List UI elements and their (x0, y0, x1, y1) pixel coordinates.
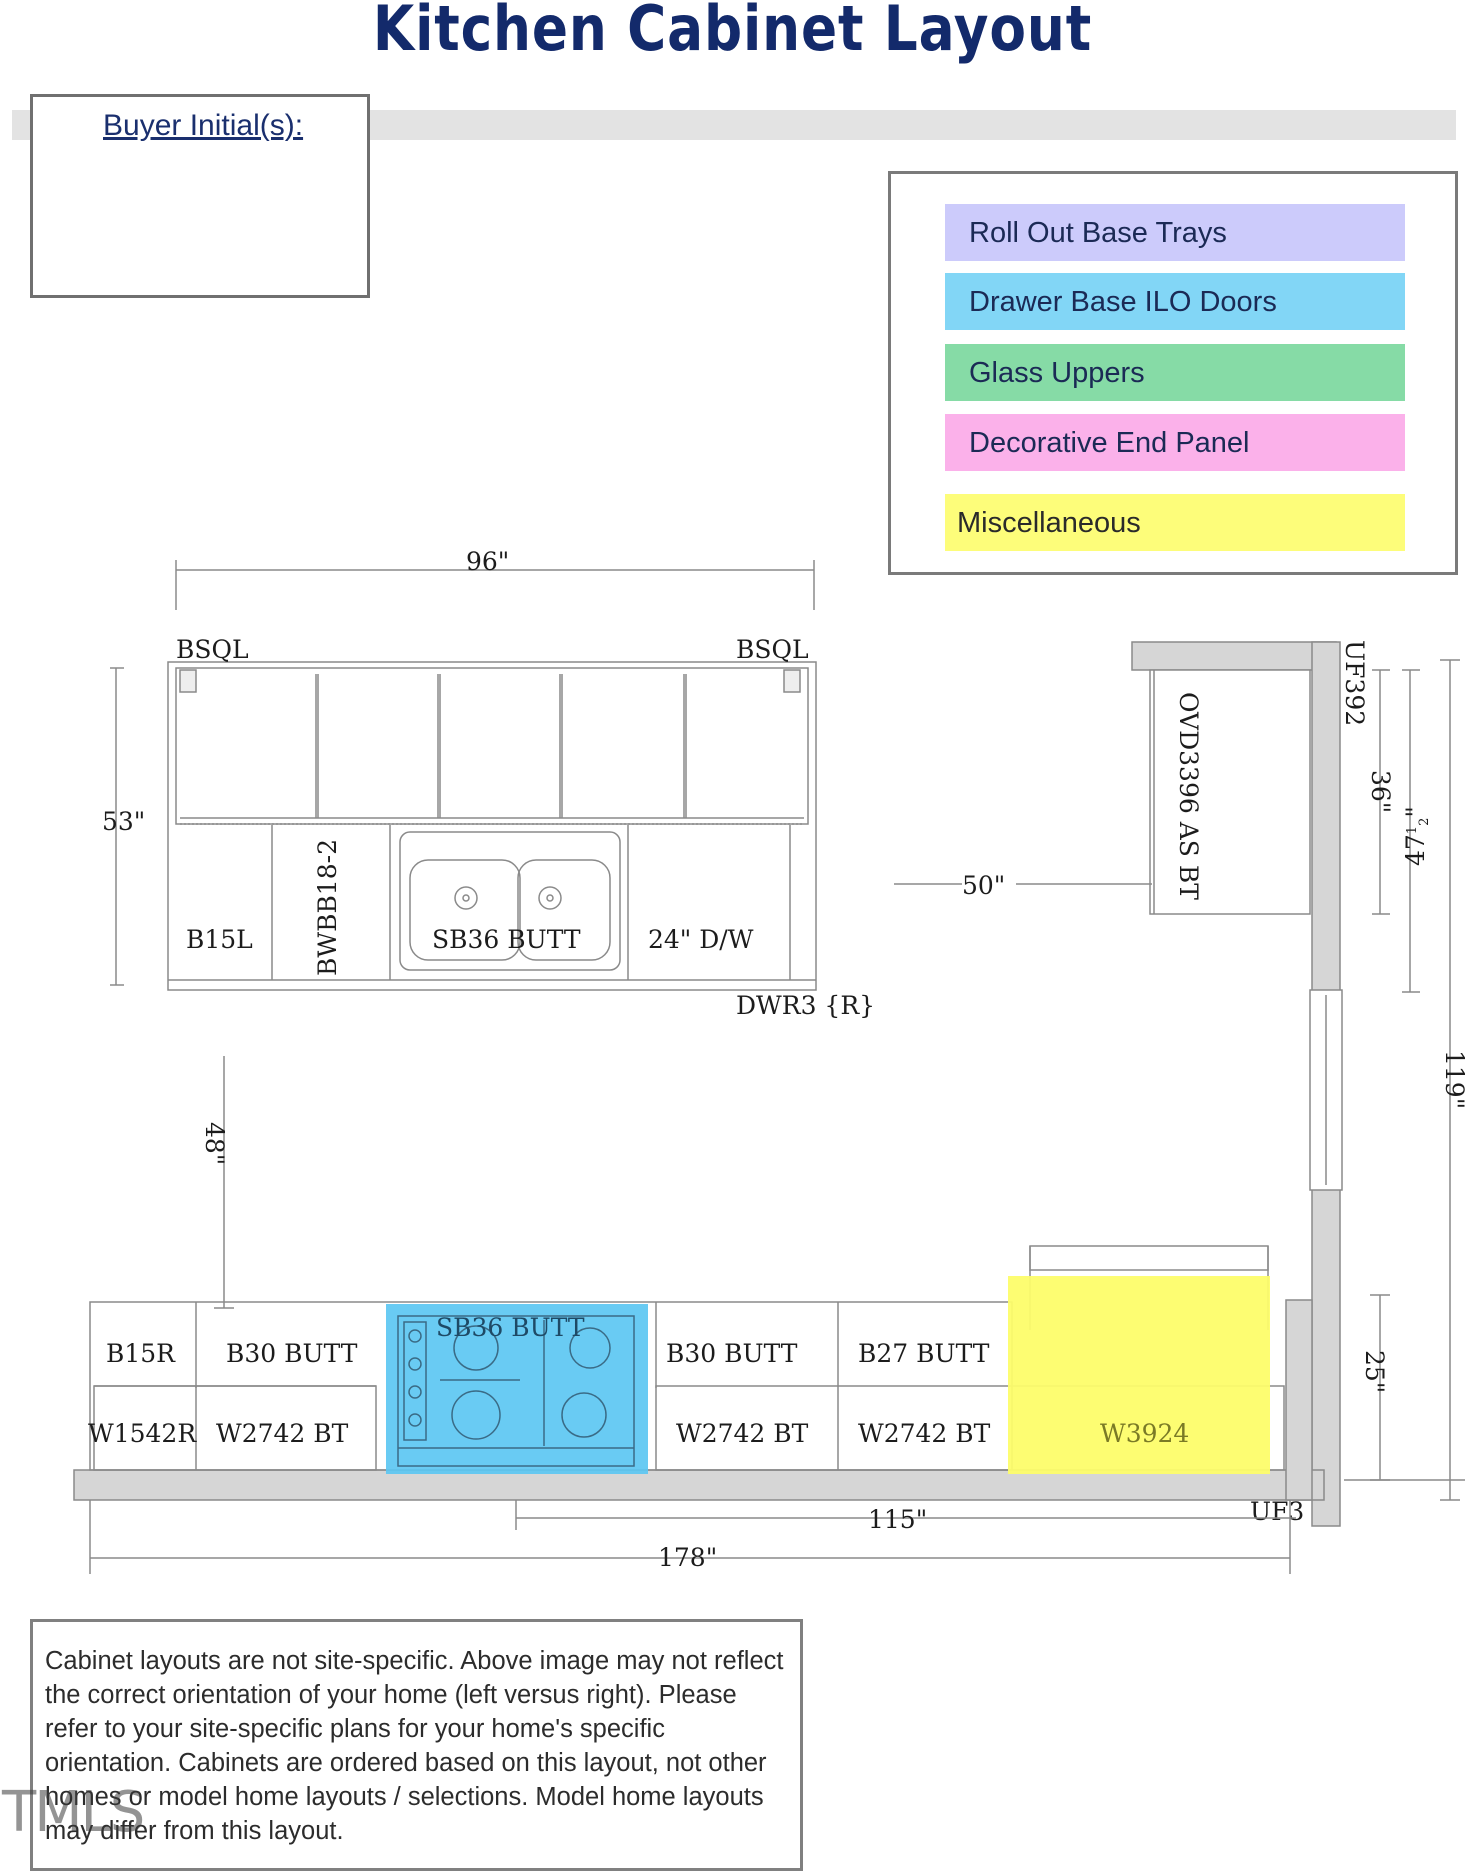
dim-25: 25" (1360, 1350, 1389, 1393)
cab-ovd3396: OVD3396 AS BT (1174, 692, 1203, 900)
bottom-run (73, 1245, 1325, 1574)
cab-b30-butt-right: B30 BUTT (666, 1339, 798, 1368)
cab-sb36-bottom: SB36 BUTT (436, 1313, 585, 1342)
cab-b30-butt-left: B30 BUTT (226, 1339, 358, 1368)
label-uf392: UF392 (1340, 640, 1369, 726)
dim-178: 178" (658, 1543, 717, 1572)
legend-decorative-end-panel: Decorative End Panel (945, 414, 1405, 471)
top-run (110, 560, 817, 991)
cab-b15l: B15L (186, 925, 253, 954)
label-bsql-right: BSQL (736, 635, 809, 664)
oven-cabinet (1149, 669, 1311, 915)
drain-icon (454, 886, 478, 910)
dim-47-half: 4712" (1401, 806, 1432, 866)
dim-36: 36" (1366, 770, 1395, 813)
dim-50: 50" (962, 871, 1005, 900)
cab-w3924: W3924 (1100, 1419, 1189, 1448)
top-sink-outline (399, 831, 621, 971)
bottom-wall (73, 1469, 1325, 1501)
page-title: Kitchen Cabinet Layout (372, 0, 1093, 65)
buyer-initials-label: Buyer Initial(s): (103, 109, 304, 142)
dim-96: 96" (466, 547, 509, 576)
label-uf3: UF3 (1250, 1497, 1304, 1526)
cab-b27-butt: B27 BUTT (858, 1339, 990, 1368)
drain-icon (538, 886, 562, 910)
cab-dishwasher: 24" D/W (648, 925, 754, 954)
w3924-highlight (1008, 1276, 1270, 1474)
dim-115: 115" (868, 1505, 927, 1534)
cab-dwr3: DWR3 {R} (736, 991, 875, 1020)
legend-miscellaneous: Miscellaneous (945, 494, 1405, 551)
cab-w2742-2: W2742 BT (676, 1419, 809, 1448)
cab-w1542r: W1542R (88, 1419, 197, 1448)
label-bsql-left: BSQL (176, 635, 249, 664)
dim-53: 53" (102, 807, 145, 836)
cabinet-floor-plan: 96" BSQL BSQL 53" B15L BWBB18-2 SB36 BUT… (73, 547, 1465, 1574)
cab-w2742-1: W2742 BT (216, 1419, 349, 1448)
right-wall (894, 641, 1465, 1527)
burner-icon (561, 1392, 607, 1438)
disclaimer-text: Cabinet layouts are not site-specific. A… (45, 1647, 784, 1845)
hood-outline (1029, 1245, 1269, 1271)
legend-glass-uppers: Glass Uppers (945, 344, 1405, 401)
mls-watermark: TMLS (2, 1780, 145, 1845)
cab-b15r: B15R (106, 1339, 176, 1368)
top-run-outline (167, 661, 817, 991)
burner-icon (453, 1325, 499, 1371)
burner-icon (451, 1390, 501, 1440)
dim-48: 48" (200, 1122, 229, 1165)
legend-drawer-base-ilo-doors: Drawer Base ILO Doors (945, 273, 1405, 330)
cooktop-highlight (386, 1304, 648, 1474)
cab-w2742-3: W2742 BT (858, 1419, 991, 1448)
disclaimer-box: Cabinet layouts are not site-specific. A… (30, 1619, 803, 1871)
burner-icon (569, 1327, 611, 1369)
cab-sb36-top: SB36 BUTT (432, 925, 581, 954)
buyer-initials-box[interactable]: Buyer Initial(s): (30, 94, 370, 298)
dim-119: 119" (1440, 1050, 1465, 1109)
cab-bwbb18-2: BWBB18-2 (313, 839, 342, 976)
top-upper-frame (175, 667, 809, 825)
legend-roll-out-base-trays: Roll Out Base Trays (945, 204, 1405, 261)
color-legend: Roll Out Base Trays Drawer Base ILO Door… (888, 171, 1458, 575)
bottom-corner-panel (1285, 1299, 1313, 1501)
right-wall-top-return (1131, 641, 1337, 671)
